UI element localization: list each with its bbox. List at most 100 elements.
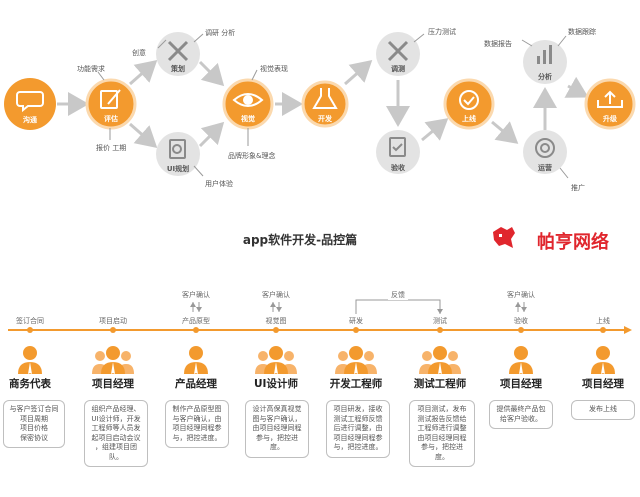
role-desc-project-manager-start: 组织产品经理、 UI设计师，开发 工程师等人员发 起项目启动会议 ，组建项目团队… — [84, 400, 148, 467]
role-business: 商务代表 — [0, 344, 70, 391]
node-label-launch: 上线 — [462, 114, 476, 123]
page-title: app软件开发-品控篇 — [243, 232, 357, 247]
arrow-evaluate-plan — [129, 60, 158, 86]
flow-arrows — [57, 60, 589, 148]
arrow-analyze-upgrade — [564, 76, 589, 98]
node-label-analyze: 分析 — [538, 72, 552, 81]
wolf-logo-icon — [493, 227, 515, 248]
document-icon — [169, 139, 186, 159]
feedback-label: 反馈 — [388, 291, 408, 300]
node-label-upgrade: 升级 — [603, 114, 618, 123]
node-label-operate: 运营 — [538, 163, 552, 172]
role-desc-project-manager-accept: 提供最终产品包 给客户验收。 — [489, 400, 553, 429]
stage-visual: 视觉图 — [265, 317, 287, 325]
edit-icon — [100, 89, 121, 109]
stage-project-start: 项目启动 — [99, 317, 127, 325]
note-visual-expression: 视觉表现 — [260, 64, 288, 73]
stage-prototype: 产品原型 — [182, 317, 210, 325]
node-communicate: 沟通 — [4, 78, 56, 130]
note-research-analysis: 调研 分析 — [205, 28, 235, 37]
role-desc-ui-designer: 设计高保真视觉 图与客户确认， 由项目经理同程 参与，把控进度。 — [245, 400, 309, 458]
brand-name: 帕亨网络 — [537, 231, 609, 253]
node-upgrade: 升级 — [584, 78, 636, 130]
role-project-manager-start: 项目经理 — [73, 344, 153, 391]
node-label-develop: 开发 — [318, 114, 333, 123]
node-label-accept: 验收 — [391, 163, 406, 172]
note-data-tracking: 数据跟踪 — [568, 27, 596, 36]
annotation-lines — [97, 33, 569, 179]
node-label-ui-plan: UI规划 — [167, 164, 189, 173]
client-confirm-visual: 客户确认 — [262, 291, 290, 299]
clipboard-check-icon — [389, 137, 406, 157]
upload-tray-icon — [597, 90, 623, 108]
node-label-evaluate: 评估 — [104, 114, 118, 123]
team-icon — [419, 346, 461, 374]
role-name: UI设计师 — [254, 378, 298, 390]
node-analyze: 分析 — [523, 40, 567, 84]
team-icon — [335, 346, 377, 374]
role-name: 项目经理 — [92, 378, 134, 390]
note-creative: 创意 — [132, 48, 146, 57]
role-name: 项目经理 — [582, 378, 624, 390]
arrow-accept-launch — [421, 118, 449, 142]
arrow-evaluate-ui — [129, 122, 158, 148]
arrow-develop-debug — [344, 60, 373, 86]
role-name: 产品经理 — [175, 378, 217, 390]
role-developer: 开发工程师 — [316, 344, 396, 391]
note-stress-test: 压力测试 — [428, 27, 456, 36]
node-plan: 策划 — [156, 32, 200, 76]
role-name: 测试工程师 — [413, 378, 467, 390]
tools-icon — [167, 40, 189, 62]
role-desc-project-manager-launch: 发布上线 — [571, 400, 635, 420]
person-icon — [184, 346, 208, 374]
arrow-launch-operate — [491, 120, 519, 144]
role-desc-business: 与客户签订合同 项目周期 项目价格 保密协议 — [3, 400, 65, 448]
team-icon — [255, 346, 297, 374]
node-visual: 视觉 — [222, 78, 274, 130]
role-project-manager-launch: 项目经理 — [563, 344, 640, 391]
role-tester: 测试工程师 — [400, 344, 480, 391]
timeline-end-arrow — [624, 326, 632, 334]
role-desc-developer: 项目研发，接收 测试工程师反馈 后进行调整，由 项目经理同程参 与，把控进度。 — [326, 400, 390, 458]
person-icon — [18, 346, 42, 374]
timeline — [8, 299, 632, 334]
node-label-plan: 策划 — [170, 64, 185, 73]
chat-icon — [16, 91, 44, 113]
note-brand-image: 品牌形象&理念 — [228, 151, 275, 160]
note-quote-period: 报价 工期 — [96, 143, 126, 152]
node-accept: 验收 — [376, 130, 420, 174]
node-label-debug: 调测 — [391, 64, 405, 73]
check-circle-icon — [459, 90, 479, 110]
role-ui-designer: UI设计师 — [236, 344, 316, 391]
role-product-manager: 产品经理 — [156, 344, 236, 391]
node-ui-plan: UI规划 — [156, 132, 200, 176]
flask-icon — [312, 88, 338, 109]
note-data-report: 数据报告 — [484, 39, 512, 48]
role-name: 商务代表 — [9, 378, 51, 390]
node-operate: 运营 — [523, 130, 567, 174]
node-launch: 上线 — [443, 78, 495, 130]
role-desc-product-manager: 制作产品原型图 与客户确认，由 项目经理同程参 与，把控进度。 — [165, 400, 229, 448]
bar-chart-icon — [537, 45, 552, 64]
person-icon — [591, 346, 615, 374]
eye-icon — [232, 93, 264, 107]
team-icon — [92, 346, 134, 374]
arrow-plan-visual — [198, 60, 225, 87]
client-confirm-accept: 客户确认 — [507, 291, 535, 299]
role-name: 开发工程师 — [329, 378, 383, 390]
role-project-manager-accept: 项目经理 — [481, 344, 561, 391]
note-function-requirement: 功能需求 — [77, 64, 105, 73]
stage-accept: 验收 — [514, 317, 528, 325]
wrench-icon — [387, 40, 409, 62]
node-evaluate: 评估 — [85, 78, 137, 130]
node-label-communicate: 沟通 — [23, 115, 38, 124]
client-confirm-prototype: 客户确认 — [182, 291, 210, 299]
stage-launch: 上线 — [596, 317, 610, 325]
role-name: 项目经理 — [500, 378, 542, 390]
brand-logo: 帕亨网络 — [493, 227, 609, 253]
stage-develop: 研发 — [349, 317, 363, 325]
node-label-visual: 视觉 — [241, 114, 255, 123]
stage-test: 测试 — [433, 317, 447, 325]
person-icon — [509, 346, 533, 374]
